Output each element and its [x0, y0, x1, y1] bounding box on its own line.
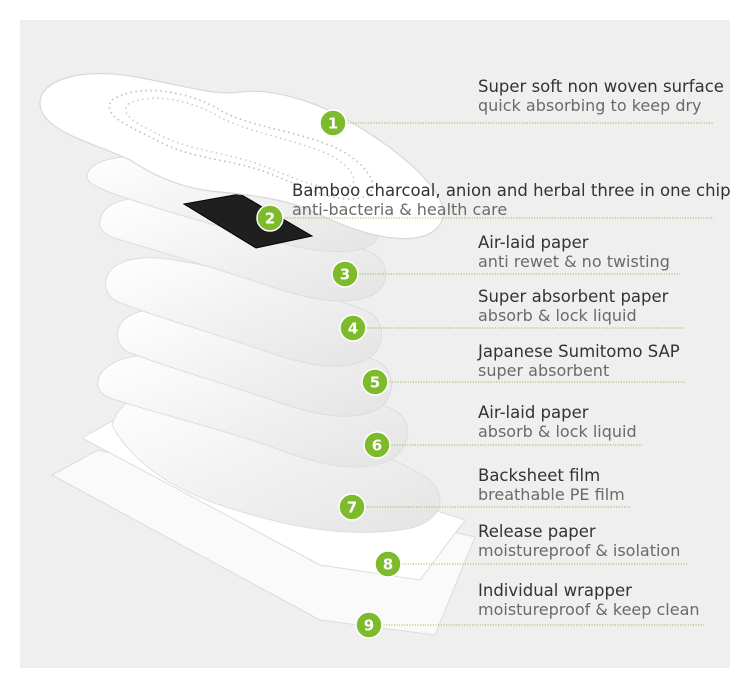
- layer-badge-3: 3: [331, 260, 359, 288]
- badge-number-3: 3: [340, 266, 350, 284]
- callout-connectors: [282, 122, 714, 626]
- layer-9-wrapper-sheet: [50, 449, 476, 636]
- layer-title-6: Air-laid paper: [478, 403, 589, 422]
- layer-1-top-surface: [39, 72, 445, 240]
- badge-number-8: 8: [383, 556, 393, 574]
- badge-circle-3: [331, 260, 359, 288]
- layer-subtitle-1: quick absorbing to keep dry: [478, 95, 702, 115]
- layer-subtitle-4: absorb & lock liquid: [478, 305, 637, 325]
- badge-circle-1: [319, 109, 347, 137]
- badge-circle-4: [339, 314, 367, 342]
- badge-number-6: 6: [372, 437, 382, 455]
- badge-number-9: 9: [364, 617, 374, 635]
- layer-title-2: Bamboo charcoal, anion and herbal three …: [292, 181, 731, 200]
- badge-number-7: 7: [347, 499, 357, 517]
- layer-subtitle-2: anti-bacteria & health care: [292, 199, 508, 219]
- layer-badge-1: 1: [319, 109, 347, 137]
- layer-badge-9: 9: [355, 611, 383, 639]
- layer-subtitle-9: moistureproof & keep clean: [478, 599, 700, 619]
- layer-badge-5: 5: [361, 368, 389, 396]
- layer-4-absorbent-paper: [105, 257, 382, 367]
- layer-label-2: Bamboo charcoal, anion and herbal three …: [292, 181, 731, 219]
- badge-circle-9: [355, 611, 383, 639]
- top-surface-dotted-channel-inner: [125, 97, 355, 190]
- layer-badge-4: 4: [339, 314, 367, 342]
- layer-title-4: Super absorbent paper: [478, 287, 669, 306]
- layer-badge-8: 8: [374, 550, 402, 578]
- pad-layers-illustration: 1 2 3 4 5 6 7 8 9: [39, 72, 714, 639]
- badge-circle-2: [256, 204, 284, 232]
- layer-title-7: Backsheet film: [478, 466, 601, 485]
- badge-circle-6: [363, 431, 391, 459]
- layer-badge-6: 6: [363, 431, 391, 459]
- layer-title-8: Release paper: [478, 522, 596, 541]
- badge-number-4: 4: [348, 320, 358, 338]
- layer-badge-2: 2: [256, 204, 284, 232]
- layer-subtitle-3: anti rewet & no twisting: [478, 251, 670, 271]
- layer-title-5: Japanese Sumitomo SAP: [478, 342, 680, 361]
- badge-circle-5: [361, 368, 389, 396]
- layer-subtitle-6: absorb & lock liquid: [478, 421, 637, 441]
- badge-number-2: 2: [265, 210, 275, 228]
- badge-circle-8: [374, 550, 402, 578]
- badge-number-5: 5: [370, 374, 380, 392]
- bamboo-charcoal-chip: [182, 193, 314, 249]
- number-badges: 1 2 3 4 5 6 7 8 9: [256, 109, 402, 639]
- layer-badge-7: 7: [338, 493, 366, 521]
- layer-subtitle-8: moistureproof & isolation: [478, 540, 681, 560]
- layer-subtitle-5: super absorbent: [478, 360, 610, 380]
- layer-title-1: Super soft non woven surface: [478, 77, 724, 96]
- layer-subtitle-7: breathable PE film: [478, 484, 625, 504]
- badge-number-1: 1: [328, 115, 338, 133]
- layer-title-9: Individual wrapper: [478, 581, 632, 600]
- layer-title-3: Air-laid paper: [478, 233, 589, 252]
- badge-circle-7: [338, 493, 366, 521]
